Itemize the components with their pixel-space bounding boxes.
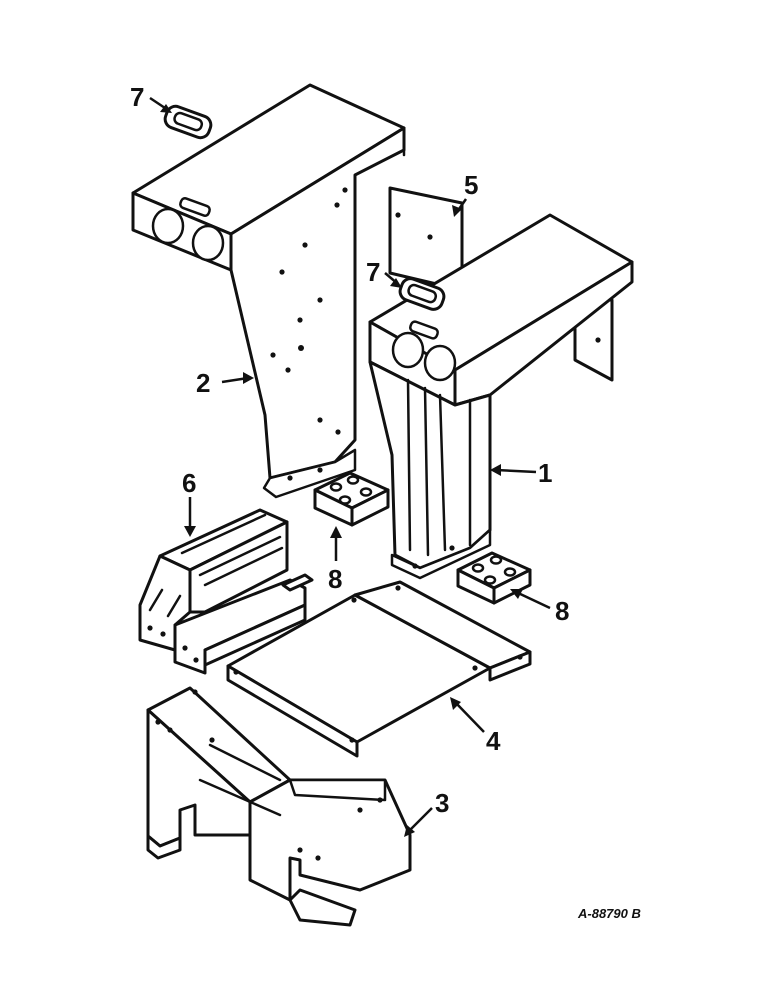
callout-labels: 7 5 7 2 1 6 8 8 4 3 (130, 82, 569, 818)
callout-1: 1 (538, 458, 552, 488)
callout-3: 3 (435, 788, 449, 818)
callout-6: 6 (182, 468, 196, 498)
part-3-lower-bracket (146, 686, 412, 927)
callout-leaders (149, 96, 551, 837)
callout-7-upper: 7 (130, 82, 144, 112)
part-1-right-upright (368, 213, 634, 580)
part-7-grommet-upper (163, 104, 213, 140)
callout-2: 2 (196, 368, 210, 398)
part-7-grommet-lower (398, 277, 446, 311)
part-6-support-block (138, 508, 314, 675)
callout-4: 4 (486, 726, 501, 756)
reference-code: A-88790 B (577, 906, 641, 921)
callout-7-lower: 7 (366, 257, 380, 287)
callout-5: 5 (464, 170, 478, 200)
part-2-holes (270, 187, 348, 481)
part-8-bracket-lower (456, 551, 532, 605)
part-8-bracket-upper (313, 471, 390, 527)
part-4-base-plate (226, 580, 532, 758)
part-2-left-upright (131, 83, 406, 499)
callout-8-upper: 8 (328, 564, 342, 594)
callout-8-lower: 8 (555, 596, 569, 626)
